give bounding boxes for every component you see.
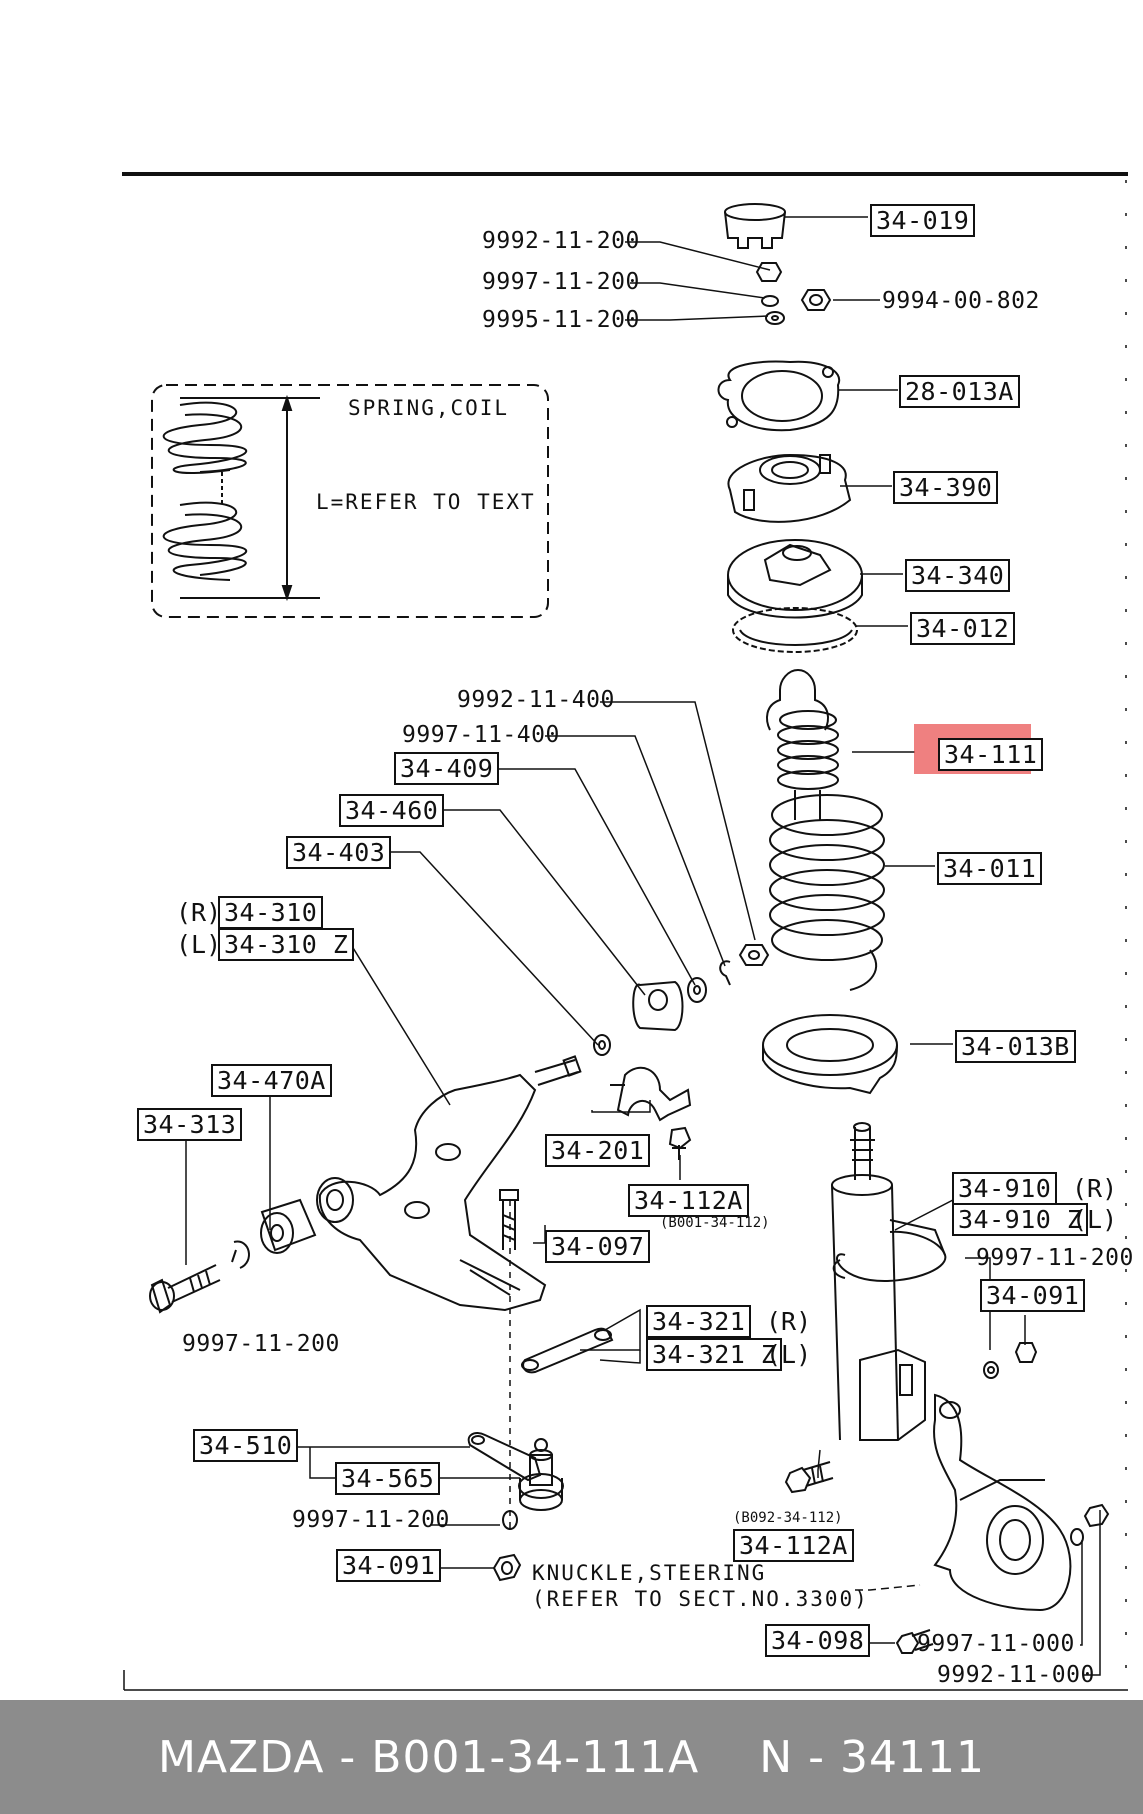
knuckle-note-line1: KNUCKLE,STEERING xyxy=(532,1561,767,1585)
part-label-insulator-upper[interactable]: 34-012 xyxy=(910,612,1016,645)
part-label-strut-bolt[interactable]: 34-112A xyxy=(733,1529,854,1562)
part-label-nut-bj[interactable]: 34-091 xyxy=(336,1549,442,1582)
part-label-lockwasher-link[interactable]: 9997-11-400 xyxy=(402,722,560,748)
part-label-nut-knuckle[interactable]: 9992-11-000 xyxy=(937,1662,1095,1688)
footer-ref: N - 34111 xyxy=(759,1731,985,1783)
diagram-drawing xyxy=(122,172,1128,1691)
part-label-cap[interactable]: 34-019 xyxy=(870,204,976,237)
part-label-stabilizer-r[interactable]: 34-321 xyxy=(646,1305,752,1338)
part-label-balljoint-pin[interactable]: 34-565 xyxy=(335,1462,441,1495)
part-label-stabilizer-l[interactable]: 34-321 Z xyxy=(646,1338,783,1371)
part-label-balljoint[interactable]: 34-510 xyxy=(193,1429,299,1462)
part-label-strut-l[interactable]: 34-910 Z xyxy=(952,1203,1089,1236)
side-label-l-arm: (L) xyxy=(176,930,222,959)
part-label-washer-stab[interactable]: 34-403 xyxy=(286,836,392,869)
part-label-nut-top[interactable]: 9992-11-200 xyxy=(482,228,640,254)
part-ref-strut-bolt: (B092-34-112) xyxy=(733,1510,843,1526)
part-label-washer-top[interactable]: 9995-11-200 xyxy=(482,307,640,333)
inset-spring-drawing xyxy=(162,394,320,602)
part-label-plate[interactable]: 28-013A xyxy=(899,375,1020,408)
part-label-insulator-lower[interactable]: 34-013B xyxy=(955,1030,1076,1063)
part-label-arm-r[interactable]: 34-310 xyxy=(218,896,324,929)
part-label-nut-right-top[interactable]: 9994-00-802 xyxy=(882,288,1040,314)
part-label-nut-strut[interactable]: 34-091 xyxy=(980,1279,1086,1312)
part-label-spring[interactable]: 34-011 xyxy=(937,852,1043,885)
part-label-lockwasher-strut[interactable]: 9997-11-200 xyxy=(976,1245,1134,1271)
part-label-bracket[interactable]: 34-201 xyxy=(545,1134,651,1167)
part-label-lockwasher-top[interactable]: 9997-11-200 xyxy=(482,269,640,295)
part-label-bush-arm[interactable]: 34-470A xyxy=(211,1064,332,1097)
part-label-arm-l[interactable]: 34-310 Z xyxy=(218,928,355,961)
part-label-lockwasher-bj[interactable]: 9997-11-200 xyxy=(292,1507,450,1533)
side-label-l-strut: (L) xyxy=(1072,1205,1118,1234)
part-label-bolt-bracket[interactable]: 34-112A xyxy=(628,1184,749,1217)
part-label-mount[interactable]: 34-390 xyxy=(893,471,999,504)
part-label-bush-stab[interactable]: 34-460 xyxy=(339,794,445,827)
part-label-bush-link[interactable]: 34-409 xyxy=(394,752,500,785)
footer-caption: MAZDA - B001-34-111A N - 34111 xyxy=(0,1700,1143,1814)
spring-inset-title: SPRING,COIL xyxy=(348,396,510,420)
knuckle-note-line2: (REFER TO SECT.NO.3300) xyxy=(532,1587,869,1611)
side-label-l-stabilizer: (L) xyxy=(766,1340,812,1369)
part-label-bolt-arm[interactable]: 34-313 xyxy=(137,1108,243,1141)
footer-bar: MAZDA - B001-34-111A N - 34111 xyxy=(0,1700,1143,1814)
spring-inset-note: L=REFER TO TEXT xyxy=(316,490,536,514)
part-label-strut-r[interactable]: 34-910 xyxy=(952,1172,1058,1205)
part-label-lockwasher-arm[interactable]: 9997-11-200 xyxy=(182,1331,340,1357)
part-label-bolt-vertical[interactable]: 34-097 xyxy=(545,1230,651,1263)
part-label-knuckle-bolt[interactable]: 34-098 xyxy=(765,1624,871,1657)
footer-brand-part: MAZDA - B001-34-111A xyxy=(158,1731,700,1783)
part-label-bound-stopper[interactable]: 34-111 xyxy=(938,738,1044,771)
exploded-parts-diagram: 34-019 9992-11-200 9997-11-200 9995-11-2… xyxy=(122,172,1134,1691)
part-label-seat-upper[interactable]: 34-340 xyxy=(905,559,1011,592)
side-label-r-strut: (R) xyxy=(1072,1174,1118,1203)
part-ref-bolt-bracket: (B001-34-112) xyxy=(660,1215,770,1231)
side-label-r-stabilizer: (R) xyxy=(766,1307,812,1336)
side-label-r-arm: (R) xyxy=(176,898,222,927)
part-label-lockwasher-knuckle[interactable]: 9997-11-000 xyxy=(917,1631,1075,1657)
part-label-nut-link[interactable]: 9992-11-400 xyxy=(457,687,615,713)
